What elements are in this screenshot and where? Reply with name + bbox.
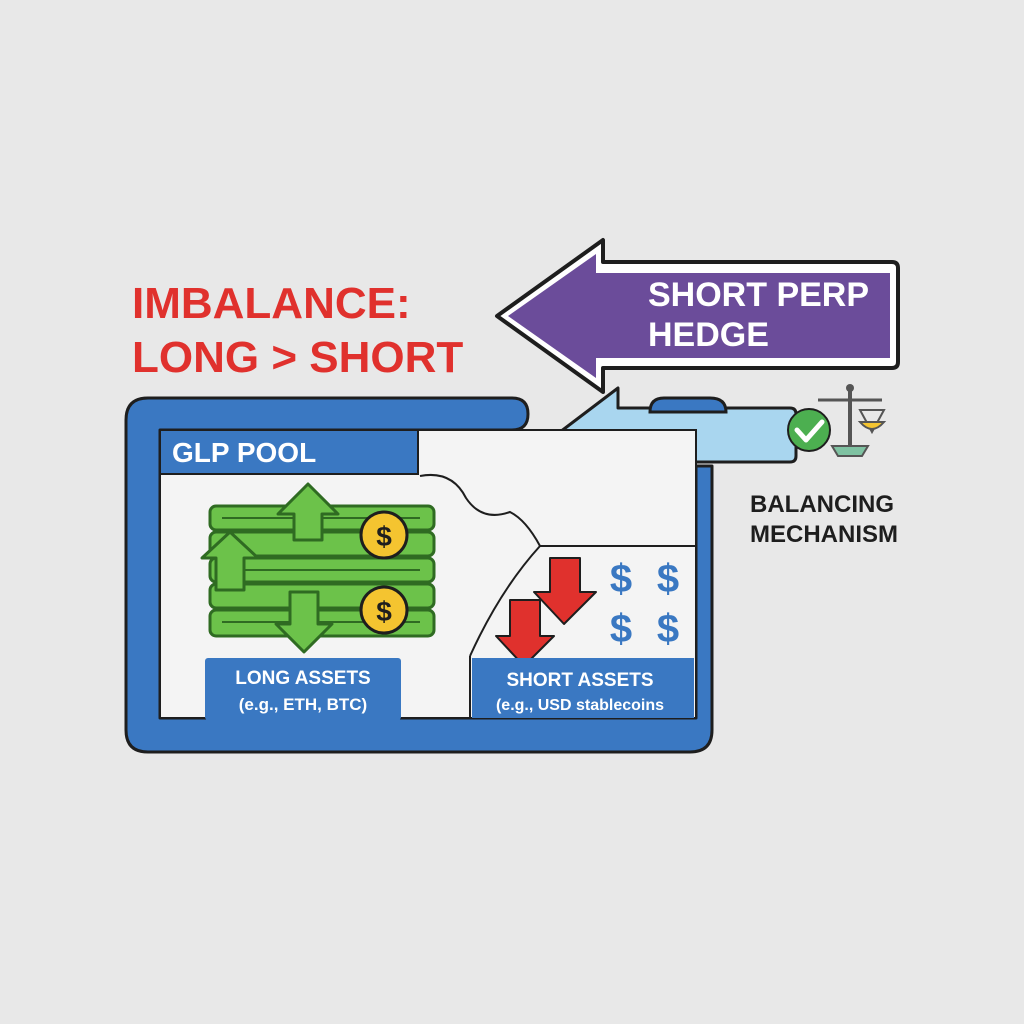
short-assets-label: SHORT ASSETS	[506, 670, 653, 691]
down-arrow-icon	[533, 557, 597, 625]
dollar-sign-icon: $	[657, 607, 679, 651]
checkmark-icon	[787, 408, 831, 452]
scale-icon	[818, 384, 887, 457]
glp-pool-header: GLP POOL	[172, 437, 316, 468]
imbalance-title-line1: IMBALANCE:	[132, 279, 411, 328]
dollar-sign-icon: $	[657, 557, 679, 601]
svg-text:$: $	[376, 596, 392, 627]
balancing-label-line2: MECHANISM	[750, 521, 898, 548]
svg-text:$: $	[376, 521, 392, 552]
dollar-coin-icon: $	[359, 510, 409, 560]
short-assets-sublabel: (e.g., USD stablecoins	[496, 697, 664, 714]
up-arrow-icon	[200, 530, 260, 592]
imbalance-title-line2: LONG > SHORT	[132, 333, 463, 382]
hedge-label-line1: SHORT PERP	[648, 276, 869, 314]
dollar-sign-icon: $	[610, 607, 632, 651]
down-arrow-icon	[274, 590, 334, 654]
hedge-label-line2: HEDGE	[648, 316, 769, 354]
long-assets-label: LONG ASSETS	[235, 668, 370, 689]
short-perp-hedge-arrow: SHORT PERP HEDGE	[495, 238, 900, 394]
long-assets-label-box: LONG ASSETS (e.g., ETH, BTC)	[205, 658, 401, 720]
dollar-sign-icon: $	[610, 557, 632, 601]
balancing-label-line1: BALANCING	[750, 491, 894, 518]
short-assets-label-box: SHORT ASSETS (e.g., USD stablecoins	[472, 658, 694, 718]
long-assets-sublabel: (e.g., ETH, BTC)	[239, 695, 367, 714]
down-arrow-icon	[495, 599, 555, 667]
up-arrow-icon	[276, 482, 340, 542]
dollar-coin-icon: $	[359, 585, 409, 635]
